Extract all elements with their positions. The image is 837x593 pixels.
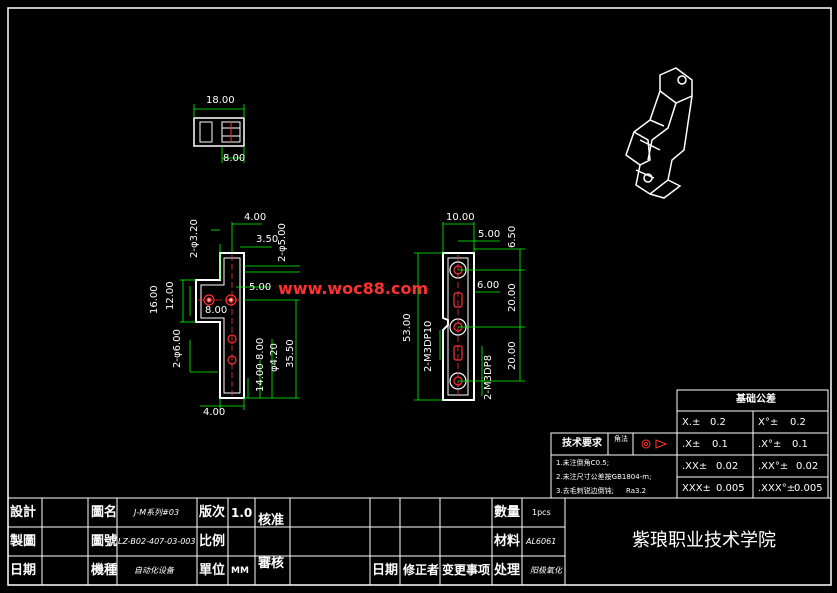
watermark: www.woc88.com [278, 279, 429, 298]
dim-side-6: 6.00 [477, 280, 500, 291]
process-value: 阳极氧化 [530, 566, 562, 575]
label-qty: 數量 [494, 505, 521, 520]
dim-side-20b: 20.00 [507, 341, 518, 370]
tol-k2-0: X°± [758, 417, 779, 428]
dim-side-6-5: 6.50 [507, 225, 518, 248]
dim-front-4b: 4.00 [203, 407, 226, 418]
dim-side-m3dp10: 2-M3DP10 [423, 320, 434, 372]
dim-front-8: 8.00 [205, 305, 228, 316]
dim-side-20a: 20.00 [507, 283, 518, 312]
drawing-no-value: LZ-B02-407-03-003 [118, 537, 196, 546]
label-scale: 比例 [199, 534, 226, 549]
tol-v2-0: 0.2 [790, 417, 806, 428]
front-view-holes [198, 255, 242, 396]
isometric-view [625, 67, 693, 199]
tol-k1-3: XXX± [682, 483, 711, 494]
tol-v1-3: 0.005 [716, 483, 745, 494]
machine-value: 自动化设备 [134, 566, 174, 575]
label-version: 版次 [199, 505, 226, 520]
front-view-dims [180, 222, 300, 410]
tol-k2-3: .XXX°± [758, 483, 796, 494]
tol-v2-1: 0.1 [792, 439, 808, 450]
label-drawing: 製圖 [10, 534, 37, 549]
dim-side-m3dp8: 2-M3DP8 [483, 354, 494, 400]
tol-v2-3: 0.005 [794, 483, 823, 494]
label-part-name: 圖名 [91, 505, 118, 520]
label-unit: 單位 [199, 563, 226, 578]
dim-side-10: 10.00 [446, 212, 475, 223]
label-drawing-no: 圖號 [91, 534, 118, 549]
label-changes: 变更事项 [442, 563, 491, 577]
dim-front-phi6: 2-φ6.00 [172, 329, 183, 368]
part-name-value: J-M系列#03 [134, 508, 180, 517]
label-process: 处理 [494, 563, 521, 578]
tol-k1-1: .X± [682, 439, 701, 450]
dim-front-5: 5.00 [249, 282, 272, 293]
dim-front-3-5: 3.50 [256, 234, 279, 245]
dim-front-35-5: 35.50 [285, 339, 296, 368]
dim-front-4: 4.00 [244, 212, 267, 223]
tol-v1-0: 0.2 [710, 417, 726, 428]
tol-k1-2: .XX± [682, 461, 708, 472]
dim-side-53: 53.00 [402, 313, 413, 342]
school-name: 紫琅职业技术学院 [632, 530, 776, 551]
dim-side-5: 5.00 [478, 229, 501, 240]
label-date-2: 日期 [372, 563, 399, 578]
tech-req-item-3: 3.去毛刺锐边倒钝; [556, 487, 615, 495]
tolerance-title: 基础公差 [736, 394, 776, 405]
label-date: 日期 [10, 563, 37, 578]
tech-req-item-2: 2.未注尺寸公差按GB1804-m; [556, 473, 652, 481]
label-modifier: 修正者 [403, 563, 440, 577]
front-view [195, 252, 245, 399]
dim-front-8b: 8.00 [255, 337, 266, 360]
side-view [442, 252, 475, 401]
tol-k2-2: .XX°± [758, 461, 789, 472]
label-review: 審核 [258, 556, 285, 571]
label-machine: 機種 [91, 563, 118, 578]
version-value: 1.0 [231, 506, 253, 520]
dim-top-depth: 8.00 [223, 153, 246, 164]
dim-front-12: 12.00 [165, 281, 176, 310]
unit-value: MM [231, 566, 249, 576]
dim-front-phi3-2: 2-φ3.20 [189, 219, 200, 258]
dim-front-phi4-2: φ4.20 [269, 343, 280, 372]
tol-k1-0: X.± [682, 417, 701, 428]
dim-front-16: 16.00 [149, 285, 160, 314]
roughness-note: Ra3.2 [626, 487, 647, 495]
angle-label: 角法 [614, 435, 628, 443]
tech-req-title: 技术要求 [562, 438, 602, 449]
dim-top-width: 18.00 [206, 95, 235, 106]
label-design: 設計 [10, 505, 37, 520]
side-view-holes [449, 255, 467, 398]
tol-v2-2: 0.02 [796, 461, 819, 472]
label-approve: 核准 [258, 513, 285, 528]
top-view-dims [193, 104, 245, 163]
tech-req-item-1: 1.未注倒角C0.5; [556, 459, 610, 467]
side-view-dims [414, 222, 525, 401]
qty-value: 1pcs [532, 508, 551, 517]
top-view [193, 117, 245, 147]
tol-v1-1: 0.1 [712, 439, 728, 450]
dim-front-14: 14.00 [255, 363, 266, 392]
material-value: AL6061 [526, 537, 557, 546]
tol-v1-2: 0.02 [716, 461, 739, 472]
label-material: 材料 [494, 534, 521, 549]
dim-front-phi5: 2-φ5.00 [277, 223, 288, 262]
title-block-grid [7, 497, 832, 586]
tol-k2-1: .X°± [758, 439, 782, 450]
